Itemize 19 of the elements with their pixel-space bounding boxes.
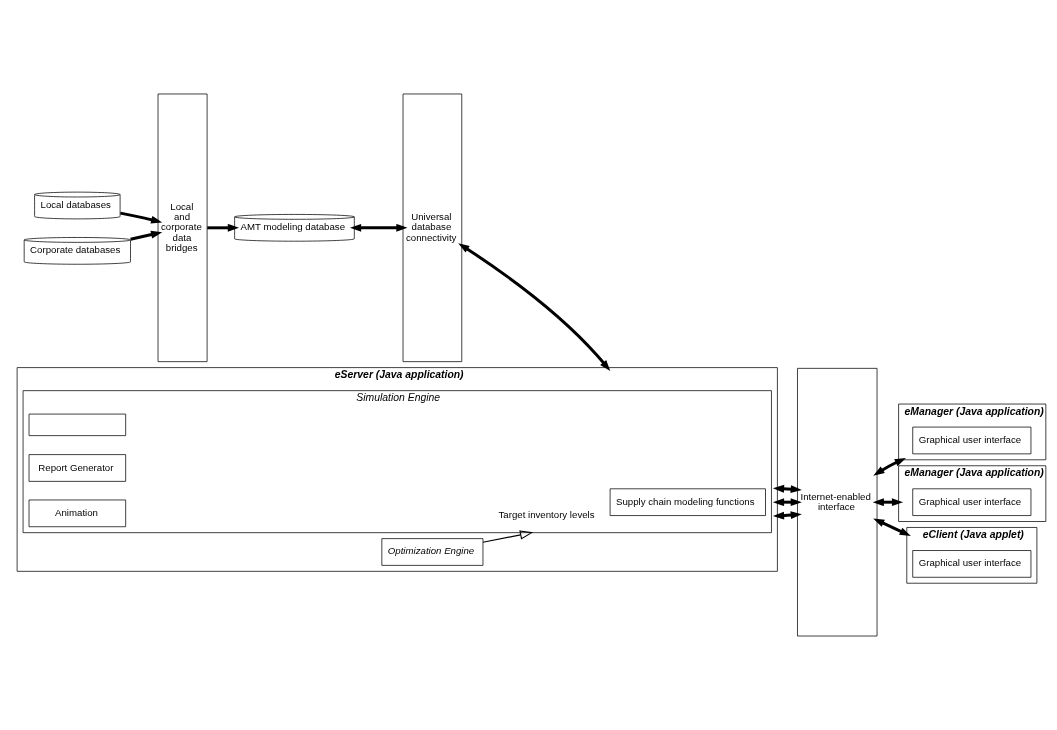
node-box: Local and corporate data bridges: [157, 93, 208, 362]
arrow: [207, 223, 239, 232]
edge-label: Target inventory levels: [498, 509, 595, 521]
arrow: [349, 223, 408, 232]
node-box: Graphical user interface: [912, 488, 1032, 516]
arrow: [120, 211, 163, 224]
arrow: [873, 518, 911, 536]
node-box: Supply chain modeling functions: [609, 488, 766, 516]
node-box: [28, 413, 127, 436]
node-box: Graphical user interface: [912, 550, 1032, 578]
node-box: Graphical user interface: [912, 426, 1032, 455]
node-box: Report Generator: [28, 454, 127, 482]
node-box: Universal database connectivity: [402, 93, 463, 362]
node-box: Internet-enabled interface: [797, 368, 878, 637]
arrow: [482, 530, 534, 543]
arrow: [130, 230, 163, 241]
node-box: Optimization Engine: [381, 538, 484, 566]
arrow: [458, 243, 611, 372]
node-box: Animation: [28, 499, 127, 528]
